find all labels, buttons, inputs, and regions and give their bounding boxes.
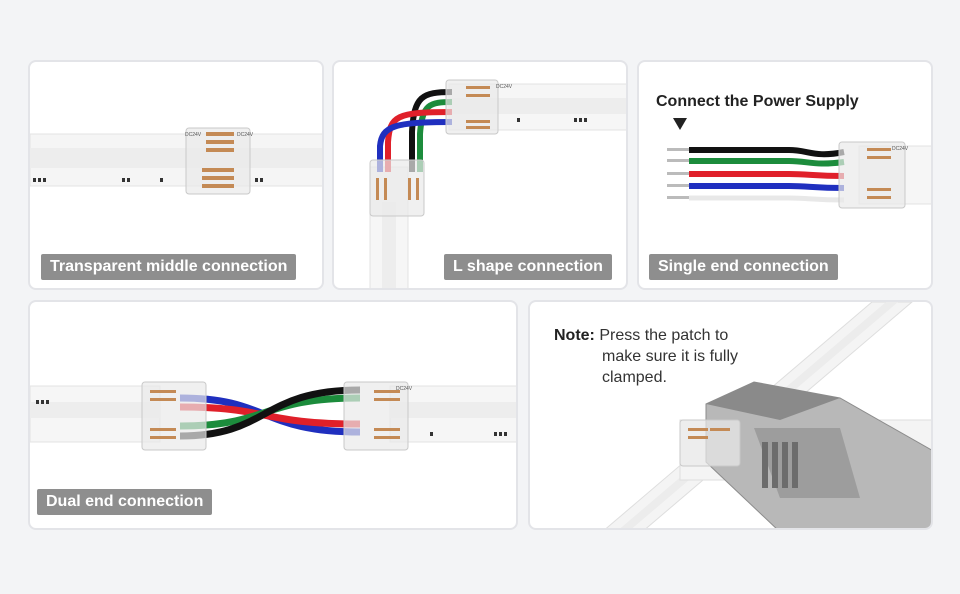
voltage-mark: DC24V [496,84,513,90]
note-line-3: clamped. [602,369,667,386]
dual-end-illustration: DC24V [30,381,516,451]
note-line-1: Press the patch to [599,327,729,344]
panel-clamp-note: Note: Press the patch to make sure it is… [528,300,933,530]
panel-label: Transparent middle connection [41,254,297,280]
note-title: Note: [554,327,595,344]
single-end-illustration: DC24V [667,118,931,209]
voltage-mark: DC24V [396,386,413,392]
power-supply-heading: Connect the Power Supply [656,93,859,110]
voltage-mark: DC24V [892,146,909,152]
arrow-down-icon [673,118,687,130]
middle-connector-illustration: DC24V DC24V [30,127,322,195]
l-shape-illustration: DC24V [369,79,626,288]
panel-transparent-middle: DC24V DC24V Transparent middle connectio… [28,60,324,290]
voltage-mark: DC24V [185,132,202,138]
panel-dual-end: DC24V Dual end connection [28,300,518,530]
panel-single-end: Connect the Power Supply DC24V Single en… [637,60,933,290]
panel-l-shape: DC24V L shape connection [332,60,628,290]
panel-label: Single end connection [649,254,838,280]
voltage-mark: DC24V [237,132,254,138]
panel-label: L shape connection [444,254,612,280]
note-line-2: make sure it is fully [602,348,739,365]
clamp-illustration [605,302,931,528]
note-text: Note: Press the patch to make sure it is… [554,325,738,388]
panel-label: Dual end connection [37,489,213,515]
